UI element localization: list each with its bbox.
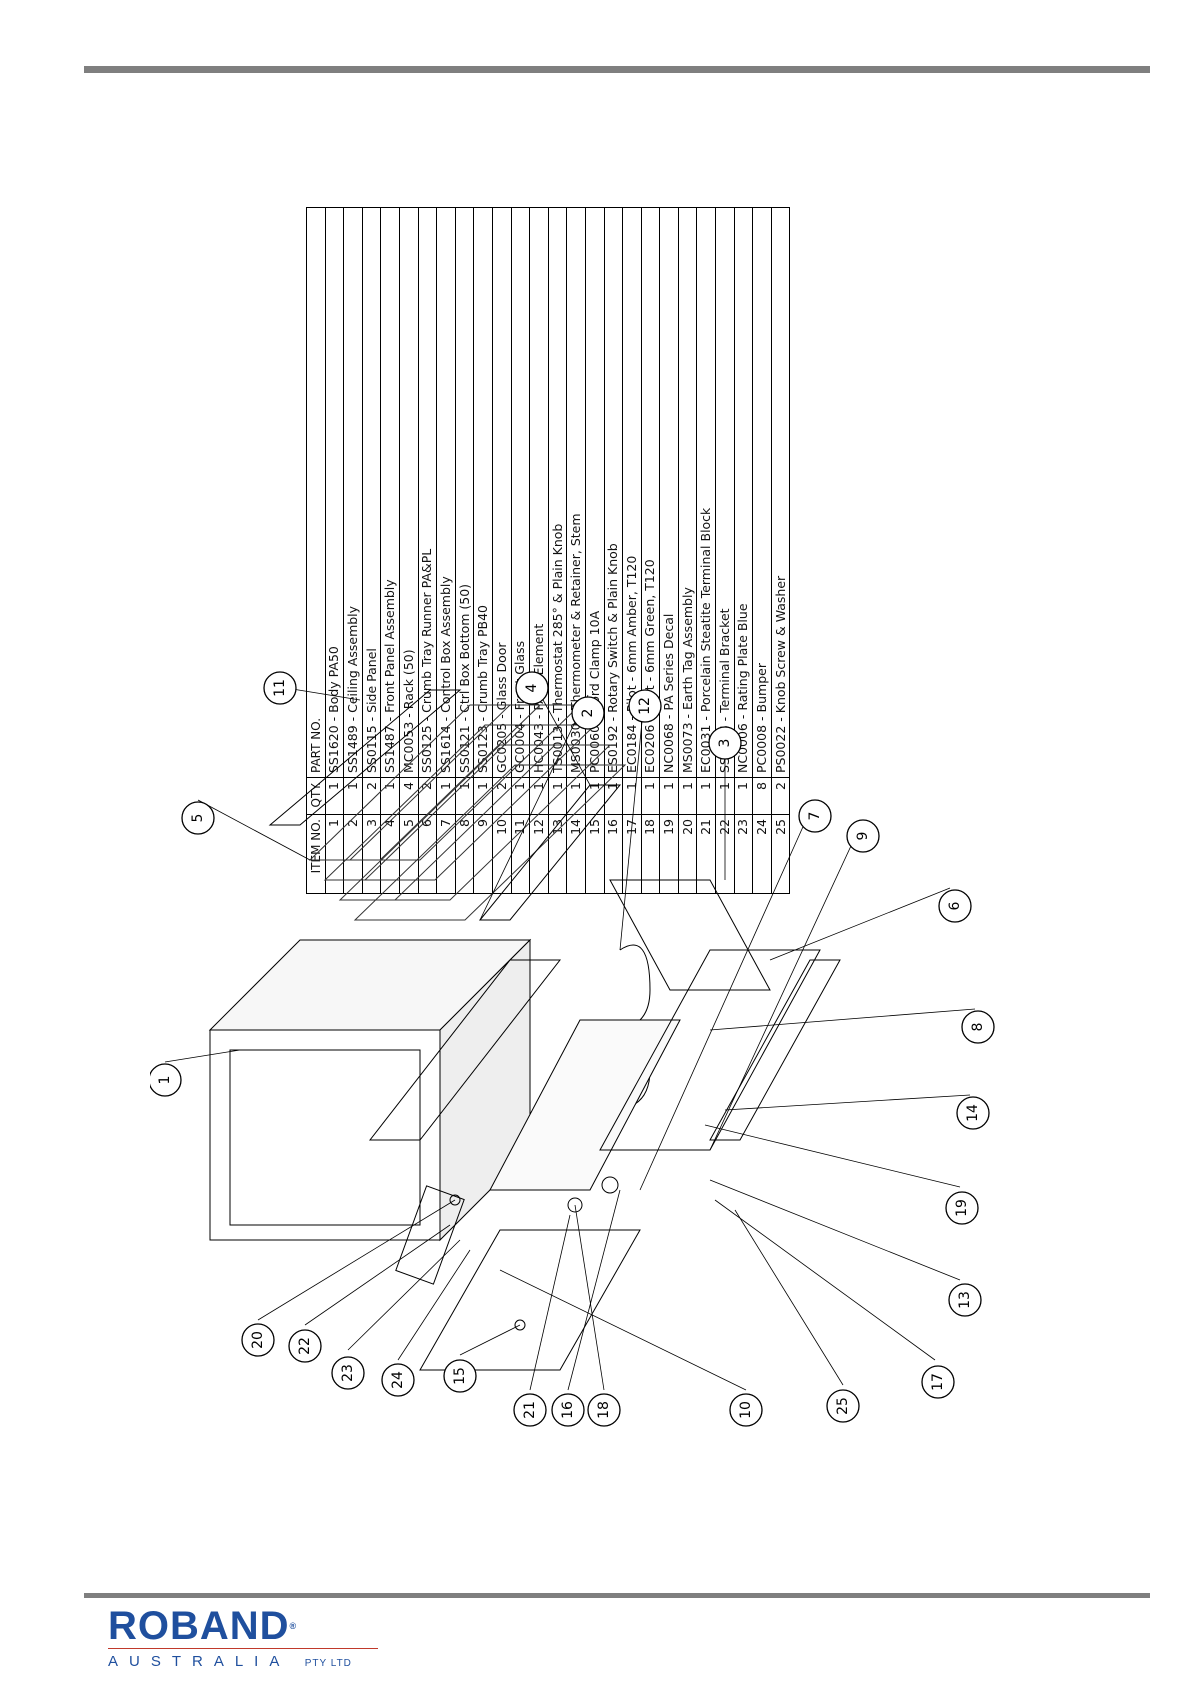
callout-18: 18 xyxy=(587,1393,621,1427)
callout-circle xyxy=(381,1363,415,1397)
callout-circle xyxy=(515,671,549,705)
logo-trademark: ® xyxy=(289,1621,298,1631)
callout-19: 19 xyxy=(945,1191,979,1225)
callout-label: 23 xyxy=(340,1364,356,1382)
callout-label: 16 xyxy=(560,1401,576,1419)
callout-circle xyxy=(181,801,215,835)
footer-rule xyxy=(84,1593,1150,1598)
callout-label: 21 xyxy=(522,1401,538,1419)
callout-circle xyxy=(241,1323,275,1357)
callout-label: 9 xyxy=(855,832,871,841)
callout-label: 1 xyxy=(157,1076,173,1085)
callout-22: 22 xyxy=(288,1329,322,1363)
callout-circle xyxy=(708,726,742,760)
callout-circle xyxy=(443,1359,477,1393)
callout-20: 20 xyxy=(241,1323,275,1357)
callout-circle xyxy=(628,689,662,723)
callout-label: 7 xyxy=(807,812,823,821)
logo-subtitle: AUSTRALIA PTY LTD xyxy=(108,1653,378,1670)
runner-drawing xyxy=(709,959,841,1141)
callout-21: 21 xyxy=(513,1393,547,1427)
callout-label: 12 xyxy=(637,697,653,715)
callout-circle xyxy=(961,1010,995,1044)
callout-circle xyxy=(846,819,880,853)
callout-label: 13 xyxy=(957,1291,973,1309)
logo-sub-text: AUSTRALIA xyxy=(108,1653,290,1670)
callout-label: 4 xyxy=(524,683,540,692)
callout-circle xyxy=(826,1389,860,1423)
glass-door-drawing xyxy=(419,1229,641,1371)
callout-label: 19 xyxy=(954,1199,970,1217)
callout-23: 23 xyxy=(331,1356,365,1390)
callout-4: 4 xyxy=(515,671,549,705)
callout-15: 15 xyxy=(443,1359,477,1393)
logo-brand-text: ROBAND xyxy=(108,1604,290,1648)
callout-label: 10 xyxy=(738,1401,754,1419)
callout-circle xyxy=(263,671,297,705)
callout-12: 12 xyxy=(628,689,662,723)
callout-2: 2 xyxy=(571,696,605,730)
header-rule xyxy=(84,66,1150,73)
callout-circle xyxy=(551,1393,585,1427)
logo-suffix: PTY LTD xyxy=(304,1658,352,1669)
callout-3: 3 xyxy=(708,726,742,760)
callout-circle xyxy=(729,1393,763,1427)
body-drawing xyxy=(208,938,532,1242)
callout-circle xyxy=(150,1063,182,1097)
callout-circle xyxy=(288,1329,322,1363)
callout-label: 24 xyxy=(390,1371,406,1389)
callout-label: 18 xyxy=(596,1401,612,1419)
callout-label: 2 xyxy=(580,709,596,718)
callout-label: 15 xyxy=(452,1367,468,1385)
callout-label: 8 xyxy=(970,1023,986,1032)
callout-10: 10 xyxy=(729,1393,763,1427)
callout-circle xyxy=(513,1393,547,1427)
callout-circle xyxy=(921,1365,955,1399)
roband-logo: ROBAND® AUSTRALIA PTY LTD xyxy=(108,1606,378,1670)
front-panel-drawing xyxy=(478,784,622,921)
front-glass-drawing xyxy=(268,689,462,826)
callout-label: 11 xyxy=(272,679,288,697)
callout-circle xyxy=(798,799,832,833)
callout-circle xyxy=(571,696,605,730)
callout-13: 13 xyxy=(948,1283,982,1317)
callout-label: 3 xyxy=(717,739,733,748)
callout-8: 8 xyxy=(961,1010,995,1044)
callout-label: 17 xyxy=(930,1373,946,1391)
callout-24: 24 xyxy=(381,1363,415,1397)
callout-9: 9 xyxy=(846,819,880,853)
callout-label: 5 xyxy=(190,814,206,823)
callout-label: 20 xyxy=(250,1331,266,1349)
callout-circle xyxy=(956,1096,990,1130)
callout-17: 17 xyxy=(921,1365,955,1399)
callout-label: 14 xyxy=(965,1104,981,1122)
side-panel-drawing xyxy=(609,879,771,991)
callout-25: 25 xyxy=(826,1389,860,1423)
callout-circle xyxy=(938,889,972,923)
callout-circle xyxy=(587,1393,621,1427)
callout-circle xyxy=(331,1356,365,1390)
callout-circle xyxy=(948,1283,982,1317)
callout-label: 25 xyxy=(835,1397,851,1415)
callout-label: 6 xyxy=(947,901,963,910)
logo-divider xyxy=(108,1648,378,1649)
ceiling-drawing xyxy=(368,959,562,1141)
callout-5: 5 xyxy=(181,801,215,835)
callout-14: 14 xyxy=(956,1096,990,1130)
callout-circle xyxy=(945,1191,979,1225)
racks-drawing xyxy=(308,704,627,921)
callout-1: 1 xyxy=(150,1063,182,1097)
callout-6: 6 xyxy=(938,889,972,923)
callout-11: 11 xyxy=(263,671,297,705)
control-box-drawing xyxy=(489,1019,681,1191)
callout-7: 7 xyxy=(798,799,832,833)
callout-label: 22 xyxy=(297,1337,313,1355)
logo-brand: ROBAND® xyxy=(108,1606,378,1646)
callout-16: 16 xyxy=(551,1393,585,1427)
